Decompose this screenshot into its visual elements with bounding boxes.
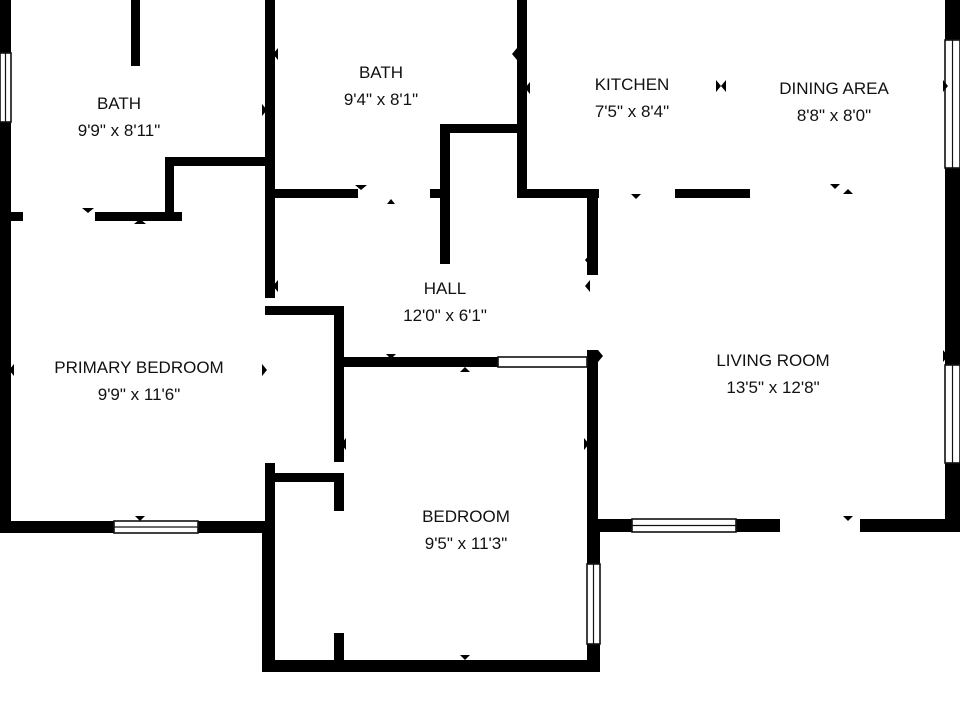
bottom-exterior-wall: [262, 660, 600, 672]
marker-arrow: [843, 189, 853, 194]
room-dims-bath-left: 9'9" x 8'11": [78, 121, 161, 140]
marker-arrow: [262, 364, 267, 376]
room-name-bath-left: BATH: [97, 94, 141, 113]
marker-arrow: [460, 367, 470, 372]
room-dims-living-room: 13'5" x 12'8": [726, 378, 819, 397]
walls: [0, 0, 960, 672]
marker-arrow: [598, 350, 603, 362]
marker-arrow: [387, 199, 395, 204]
marker-arrow: [585, 280, 590, 292]
closet2-right-wall-mid: [334, 473, 344, 511]
markers: [9, 48, 948, 660]
room-dims-bath-center: 9'4" x 8'1": [344, 90, 418, 109]
bath-step-top-wall: [165, 157, 267, 166]
marker-arrow: [273, 280, 278, 292]
lower-left-wall: [262, 521, 275, 672]
closet2-right-wall-top: [334, 306, 344, 462]
room-dims-bedroom: 9'5" x 11'3": [425, 534, 508, 553]
room-dims-kitchen: 7'5" x 8'4": [595, 102, 669, 121]
room-name-hall: HALL: [424, 279, 467, 298]
living-bottom-wall-b: [860, 519, 960, 532]
center-bath-bottom-wall-a: [272, 189, 358, 198]
marker-arrow: [585, 254, 590, 266]
room-dims-hall: 12'0" x 6'1": [403, 306, 487, 325]
marker-arrow: [721, 80, 726, 92]
marker-arrow: [134, 219, 146, 224]
marker-arrow: [273, 48, 278, 60]
marker-arrow: [584, 438, 589, 450]
room-dims-primary-bedroom: 9'9" x 11'6": [98, 385, 181, 404]
hall-living-wall-bottom: [587, 350, 598, 670]
bedroom-doorway: [497, 356, 588, 368]
marker-arrow: [631, 194, 641, 199]
center-bath-bottom-wall-b: [430, 189, 440, 198]
marker-arrow: [262, 104, 267, 116]
room-name-kitchen: KITCHEN: [595, 75, 670, 94]
marker-arrow: [341, 438, 346, 450]
bath-kitchen-wall: [517, 0, 527, 198]
marker-arrow: [525, 82, 530, 94]
marker-arrow: [9, 364, 14, 376]
kitchen-counter: [675, 189, 750, 198]
hall-living-wall-top: [587, 189, 598, 275]
marker-arrow: [355, 185, 367, 190]
left-exterior-wall: [0, 0, 11, 532]
room-name-dining-area: DINING AREA: [779, 79, 889, 98]
closet2-top-wall: [265, 306, 343, 315]
marker-arrow: [512, 48, 517, 60]
closet2-bottom-wall: [275, 473, 344, 482]
room-name-primary-bedroom: PRIMARY BEDROOM: [54, 358, 223, 377]
bath-bottom-wall-a: [11, 212, 23, 221]
marker-arrow: [830, 184, 840, 189]
marker-arrow: [460, 655, 470, 660]
bath-stub-wall: [131, 0, 140, 66]
room-labels: BATH 9'9" x 8'11" BATH 9'4" x 8'1" KITCH…: [54, 63, 889, 553]
closet2-right-wall-low: [334, 633, 344, 671]
marker-arrow: [386, 354, 396, 359]
room-name-living-room: LIVING ROOM: [716, 351, 829, 370]
room-dims-dining-area: 8'8" x 8'0": [797, 106, 871, 125]
primary-right-wall-top: [265, 222, 275, 298]
bath-bottom-wall-b: [95, 212, 182, 221]
bath-divider-wall: [265, 0, 275, 222]
closet-left-wall: [440, 124, 450, 264]
marker-arrow: [135, 516, 145, 521]
room-name-bedroom: BEDROOM: [422, 507, 510, 526]
primary-right-wall-bottom: [265, 463, 275, 533]
kitchen-corner-wall: [517, 189, 599, 198]
windows: [0, 39, 960, 645]
marker-arrow: [716, 80, 721, 92]
room-name-bath-center: BATH: [359, 63, 403, 82]
marker-arrow: [843, 516, 853, 521]
bedroom-top-wall: [343, 357, 498, 367]
marker-arrow: [943, 80, 948, 92]
bath-step-wall: [165, 157, 174, 221]
marker-arrow: [943, 350, 948, 362]
closet-top-wall: [440, 124, 525, 133]
marker-arrow: [82, 208, 94, 213]
